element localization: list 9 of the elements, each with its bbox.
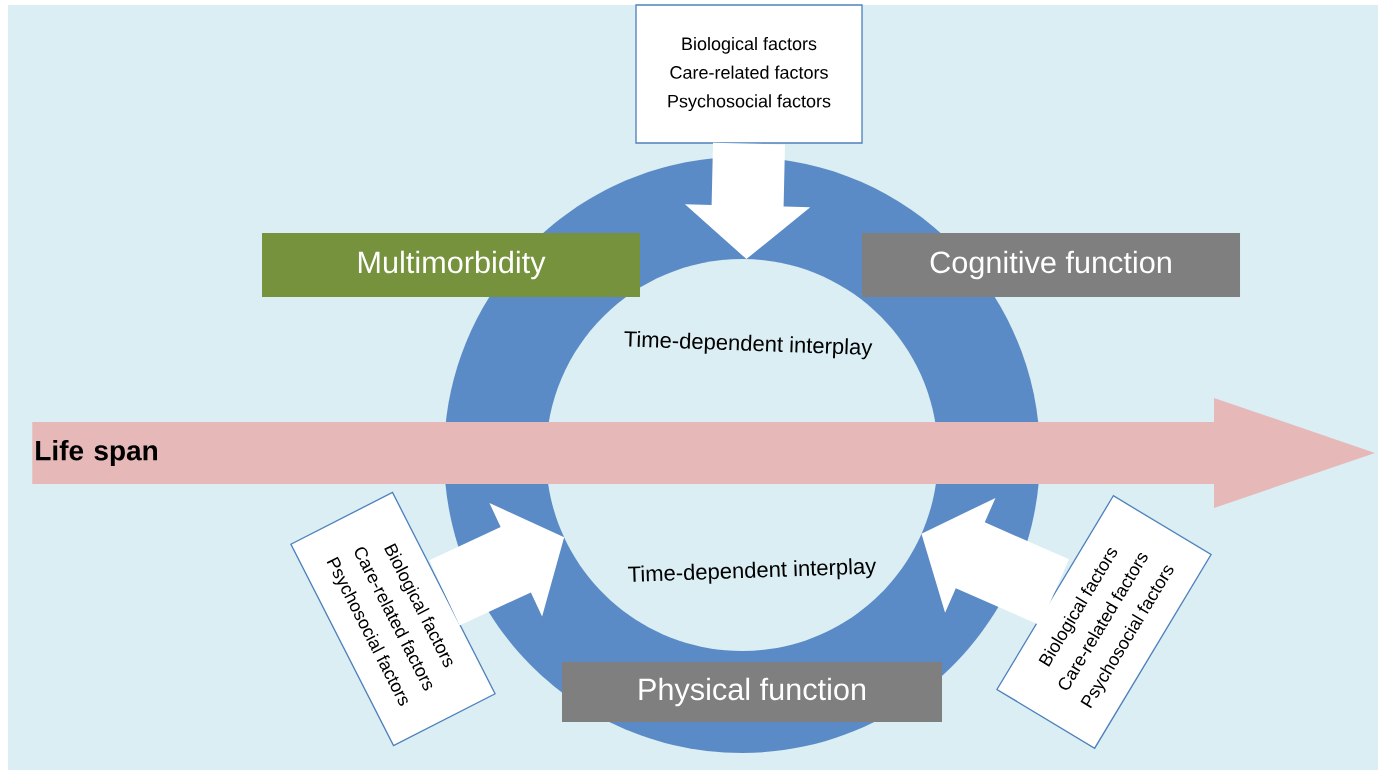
label-box: Multimorbidity bbox=[262, 233, 640, 297]
factor-box: Biological factors Care-related factors Psychosocial factors bbox=[635, 4, 863, 144]
ring-label: Time-dependent interplay bbox=[624, 330, 873, 360]
ring-label: Time-dependent interplay bbox=[627, 558, 876, 584]
block-arrow bbox=[429, 502, 565, 626]
block-arrow bbox=[921, 497, 1070, 626]
arrow-band: Life span bbox=[32, 398, 1375, 508]
block-arrow bbox=[684, 142, 811, 260]
label-box: Cognitive function bbox=[862, 233, 1240, 297]
